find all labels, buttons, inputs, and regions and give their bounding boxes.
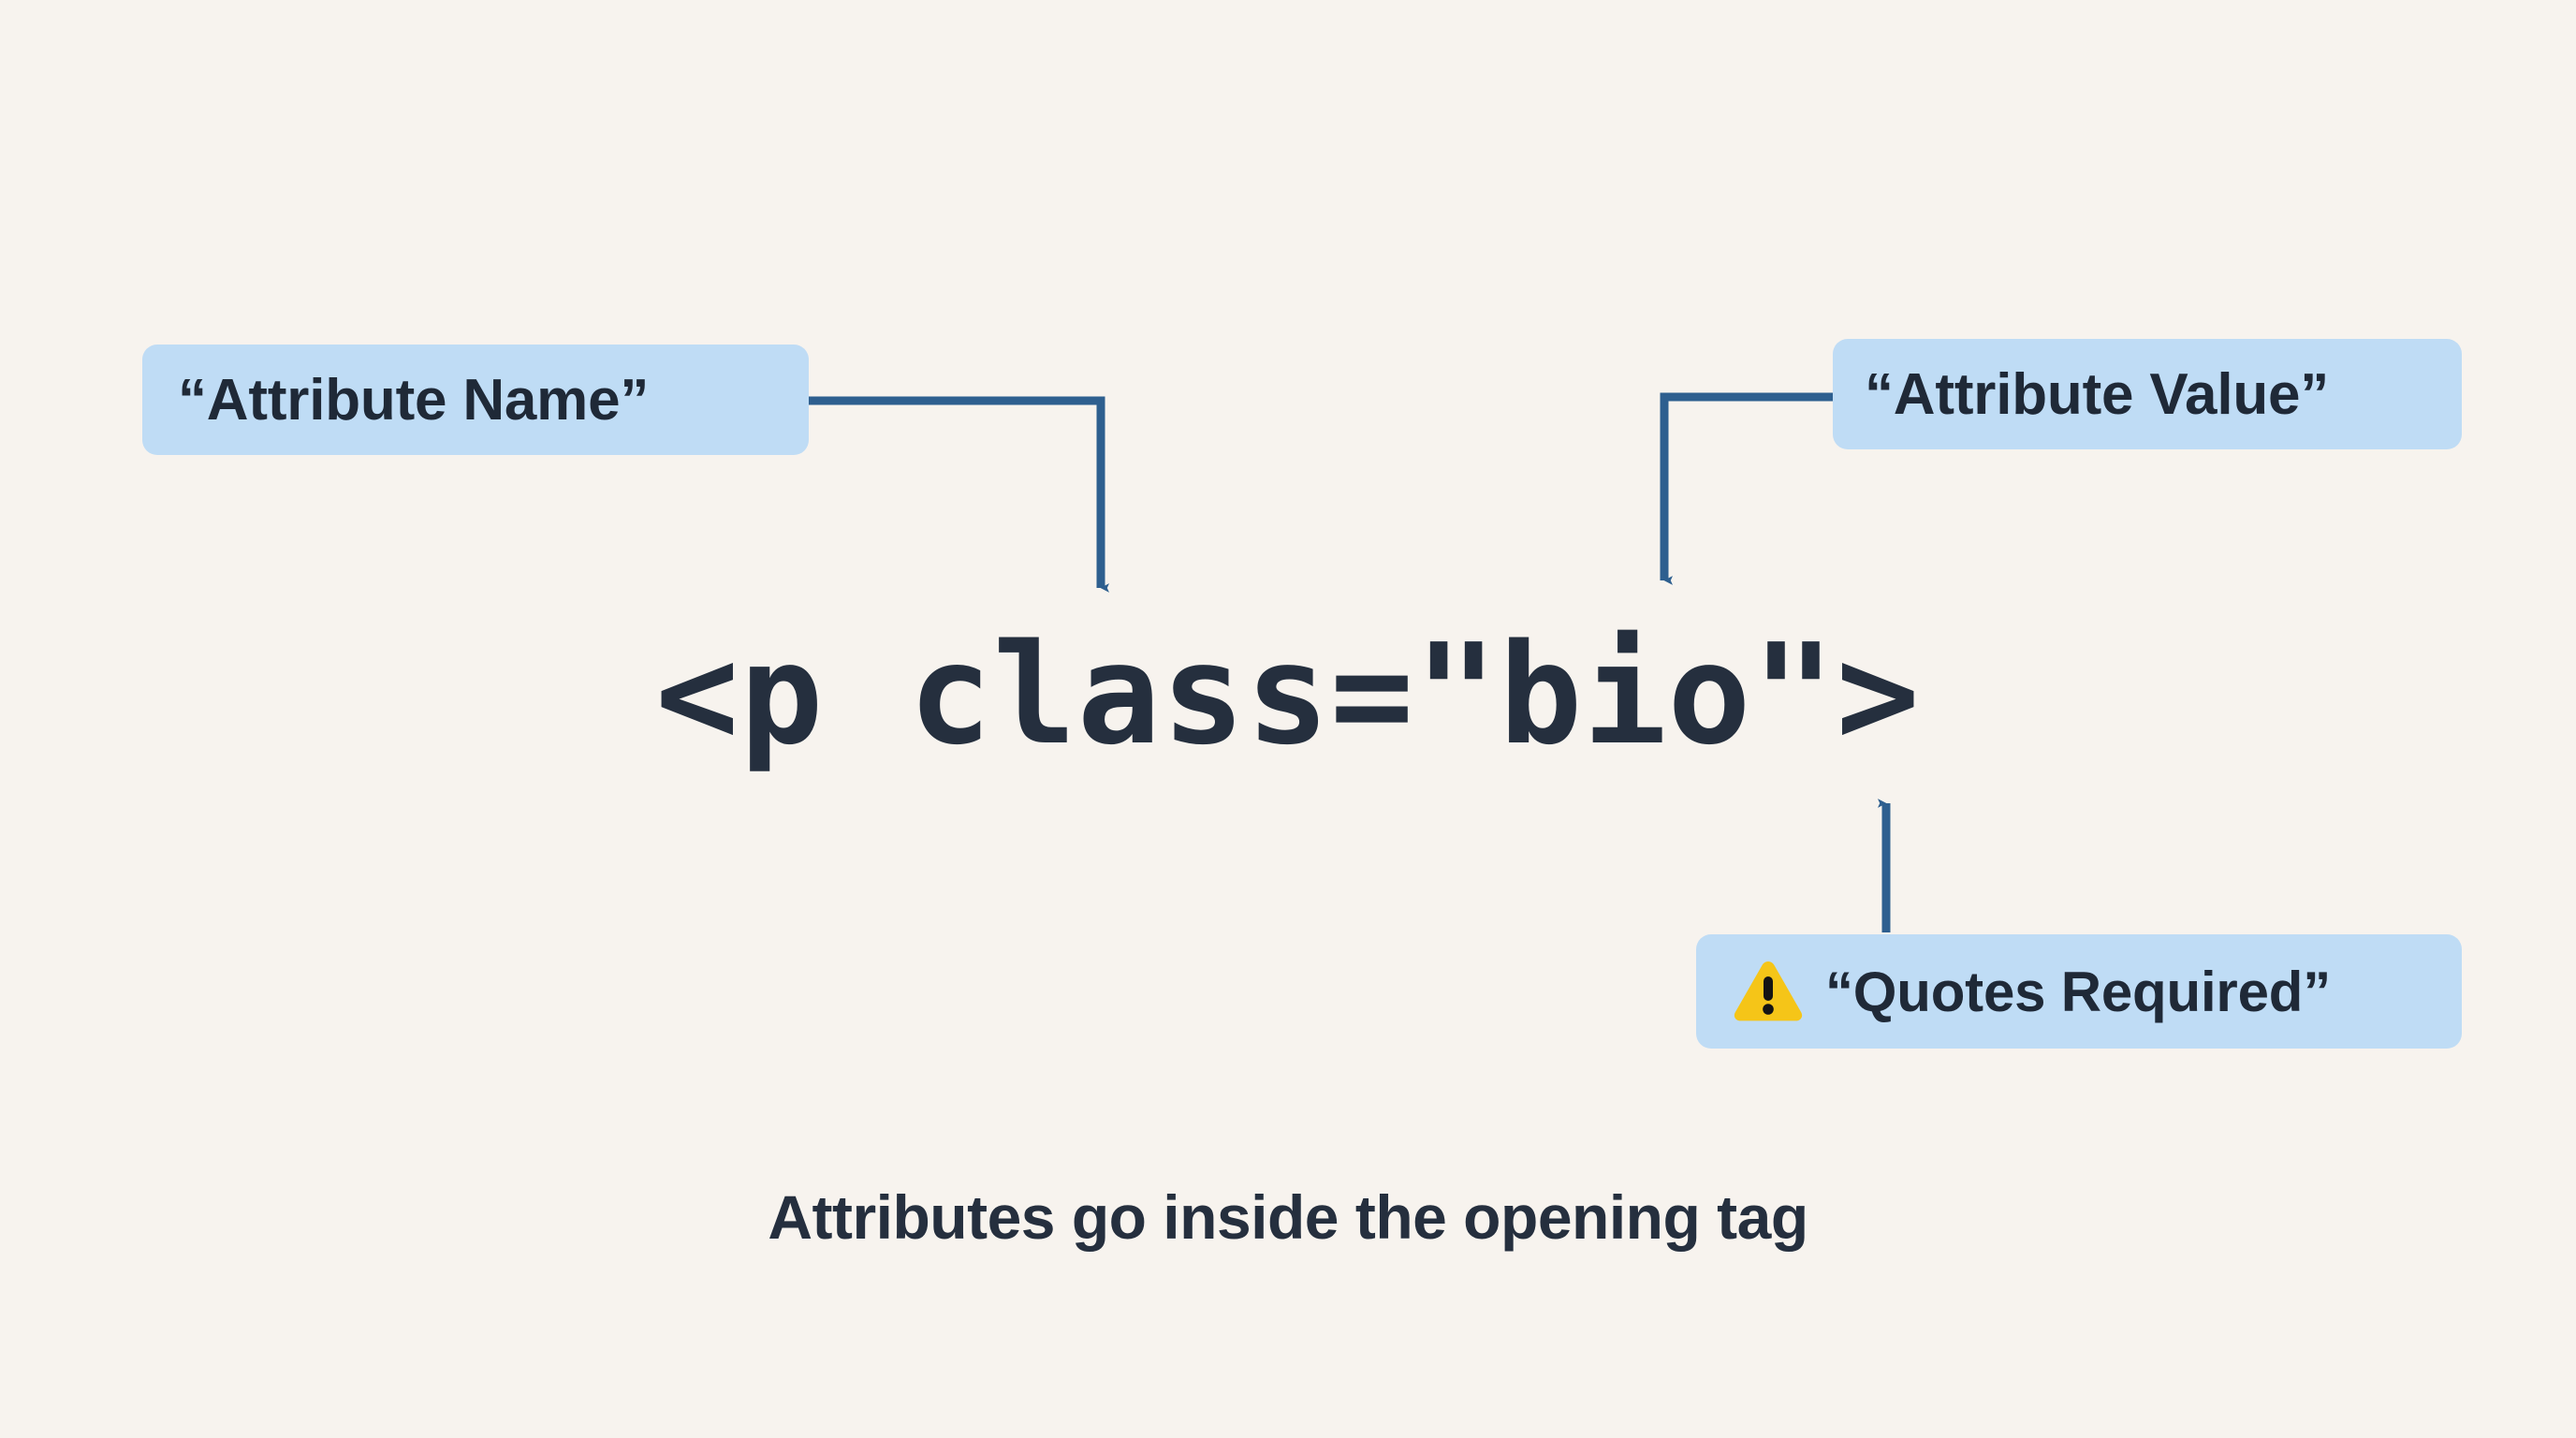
connector-attribute-value <box>1660 392 1833 585</box>
label-attribute-value-text: “Attribute Value” <box>1865 361 2330 427</box>
label-attribute-value[interactable]: “Attribute Value” <box>1833 339 2462 449</box>
caption-text: Attributes go inside the opening tag <box>768 1182 1808 1252</box>
connector-attribute-name <box>809 396 1109 593</box>
label-quotes-required-text: “Quotes Required” <box>1825 960 2331 1023</box>
label-quotes-required[interactable]: “Quotes Required” <box>1696 934 2462 1049</box>
label-attribute-name-text: “Attribute Name” <box>178 367 650 433</box>
label-attribute-name[interactable]: “Attribute Name” <box>142 345 809 455</box>
warning-triangle-icon <box>1734 961 1803 1021</box>
code-snippet: <p class="bio"> <box>655 614 1921 775</box>
